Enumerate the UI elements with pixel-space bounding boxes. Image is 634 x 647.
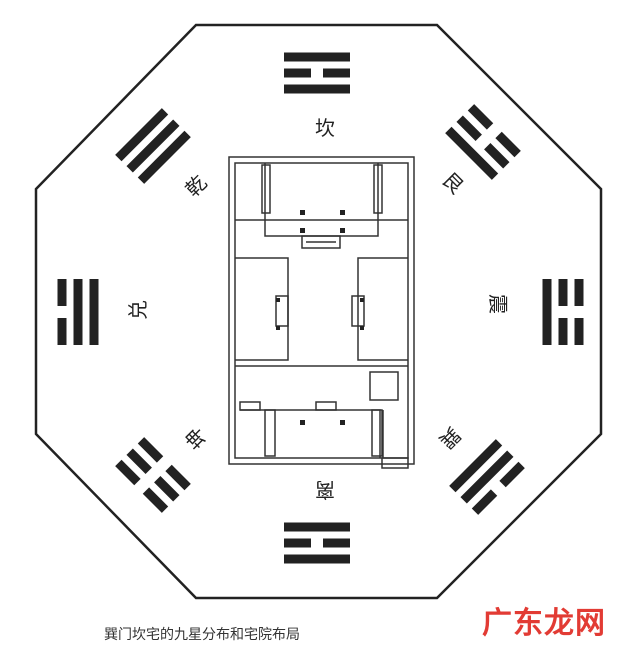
yin-line-segment xyxy=(558,279,568,306)
label-li: 离 xyxy=(315,478,335,502)
figure-caption: 巽门坎宅的九星分布和宅院布局 xyxy=(104,627,300,643)
yang-line xyxy=(284,554,350,564)
yin-line-segment xyxy=(126,448,152,474)
yang-line xyxy=(284,84,350,94)
octagon-frame xyxy=(34,23,603,600)
yin-line-segment xyxy=(154,476,180,502)
yin-line-segment xyxy=(323,538,350,548)
trigram-bottom-right xyxy=(449,439,525,515)
yin-line-segment xyxy=(284,68,311,78)
trigram-bottom xyxy=(284,522,350,564)
yang-line xyxy=(73,279,83,345)
label-zhen: 震 xyxy=(486,294,510,314)
trigram-left xyxy=(57,279,99,345)
yin-line-segment xyxy=(495,131,521,158)
trigram-top xyxy=(284,52,350,94)
north-wing xyxy=(264,163,379,237)
trigram-group xyxy=(57,52,584,564)
courtyard-floor-plan xyxy=(228,156,415,469)
yin-line-segment xyxy=(574,279,584,306)
yang-line xyxy=(126,119,180,173)
yin-line-segment xyxy=(323,68,350,78)
trigram-bottom-left xyxy=(115,437,191,513)
yin-line-segment xyxy=(57,279,67,306)
yang-line xyxy=(137,130,191,184)
yin-line-segment xyxy=(484,143,510,169)
yin-line-segment xyxy=(558,318,568,345)
yin-line-segment xyxy=(574,318,584,345)
yin-line-segment xyxy=(142,487,169,513)
yin-line-segment xyxy=(137,437,164,463)
yin-line-segment xyxy=(471,489,498,515)
yin-line-segment xyxy=(499,461,525,488)
yang-line xyxy=(89,279,99,345)
north-steps xyxy=(301,235,341,249)
yin-line-segment xyxy=(57,318,67,345)
yin-line-segment xyxy=(165,464,191,491)
southeast-gate xyxy=(381,457,409,469)
yang-line xyxy=(460,450,514,504)
east-wing xyxy=(357,257,408,361)
outer-wall xyxy=(228,156,415,465)
trigram-top-right xyxy=(445,104,521,180)
yin-line-segment xyxy=(456,115,482,141)
yin-line-segment xyxy=(284,538,311,548)
south-wing xyxy=(240,409,381,458)
trigram-top-left xyxy=(115,108,191,184)
west-wing xyxy=(235,257,289,361)
trigram-right xyxy=(542,279,584,345)
yang-line xyxy=(542,279,552,345)
label-dui: 兑 xyxy=(126,300,150,320)
yang-line xyxy=(445,126,499,180)
yang-line xyxy=(449,439,503,493)
inner-wall xyxy=(234,162,409,459)
pillars xyxy=(276,210,364,425)
yang-line xyxy=(284,52,350,62)
yin-line-segment xyxy=(467,104,494,130)
label-kan: 坎 xyxy=(315,116,335,140)
site-watermark: 广东龙网 xyxy=(482,606,606,641)
yin-line-segment xyxy=(115,459,141,486)
yang-line xyxy=(115,108,169,162)
yang-line xyxy=(284,522,350,532)
